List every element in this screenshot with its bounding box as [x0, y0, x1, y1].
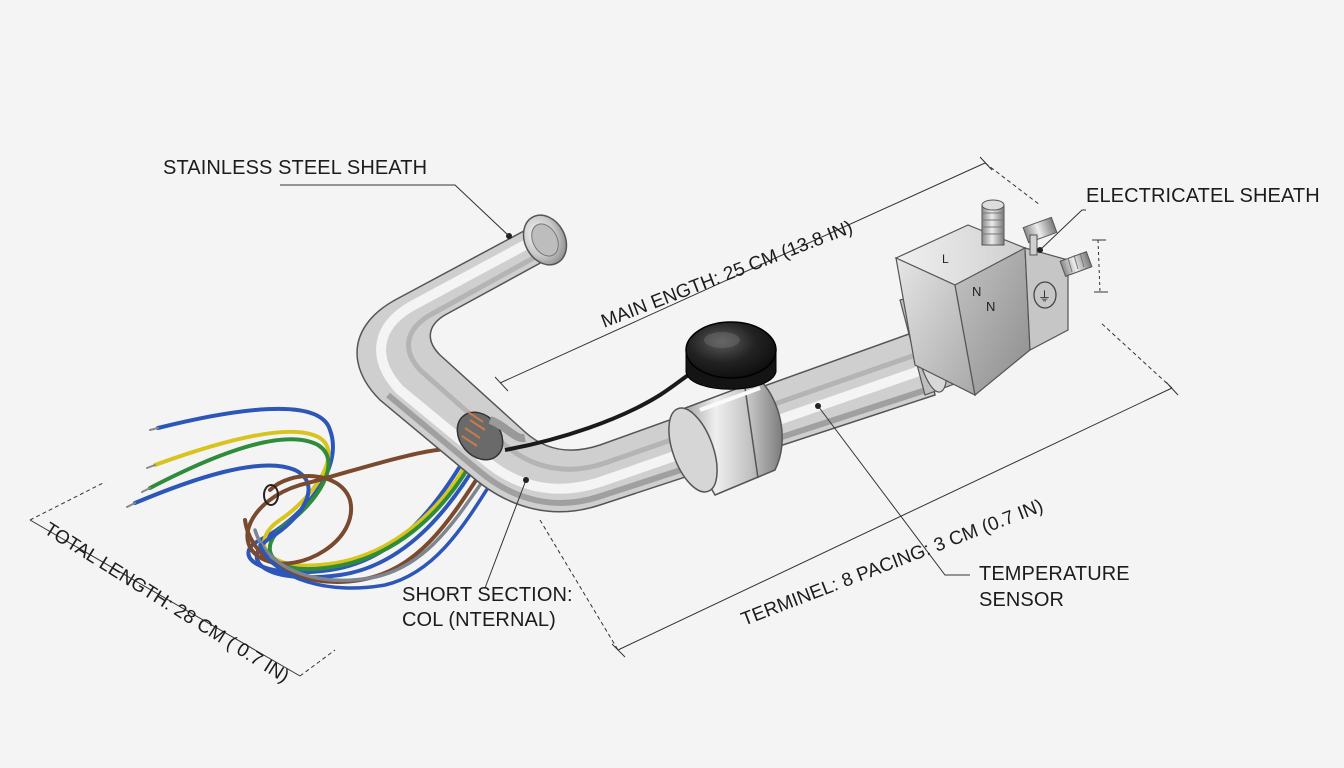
terminal-stud-top: [981, 199, 1005, 246]
terminal-mark-ground: ⏚: [1038, 290, 1051, 305]
leader-lines: [280, 184, 1086, 589]
sensor-clamp: [668, 379, 783, 496]
leader-electrical-sheath: [1039, 209, 1086, 251]
leader-short-section: [484, 479, 527, 589]
label-stainless-steel-sheath: STAINLESS STEEL SHEATH: [163, 157, 428, 179]
label-temperature-sensor-line1: TEMPERATURE: [979, 563, 1130, 585]
leader-temperature-sensor: [817, 405, 970, 576]
terminal-mark-l: L: [942, 252, 949, 266]
wire-blue-2: [133, 456, 482, 580]
label-electrical-sheath: ELECTRICATEL SHEATH: [1086, 185, 1320, 207]
terminal-spacing-dimension-line: [617, 387, 1173, 651]
dimension-lines: [29, 156, 1179, 677]
wire-brown-1: [245, 446, 482, 566]
label-temperature-sensor-line2: SENSOR: [979, 589, 1065, 611]
label-short-section-line1: SHORT SECTION:: [402, 584, 573, 606]
lead-wires: [126, 406, 500, 590]
wire-gray: [253, 466, 494, 583]
leader-stainless-sheath: [280, 184, 510, 237]
wire-blue-3: [258, 470, 500, 590]
wire-yellow: [153, 429, 470, 568]
label-short-section-line2: COL (NTERNAL): [402, 609, 556, 631]
terminal-stud-upper-right: [1022, 216, 1058, 256]
terminal-stud-right: [1059, 251, 1093, 277]
stainless-steel-tube: [356, 214, 966, 513]
terminal-mark-n1: N: [972, 284, 981, 299]
terminal-box: L N N ⏚: [894, 199, 1093, 397]
main-length-dimension-line: [499, 162, 986, 384]
temperature-sensor-puck: [685, 321, 777, 390]
terminal-mark-n2: N: [986, 299, 995, 314]
total-length-dimension-line: [29, 519, 301, 677]
